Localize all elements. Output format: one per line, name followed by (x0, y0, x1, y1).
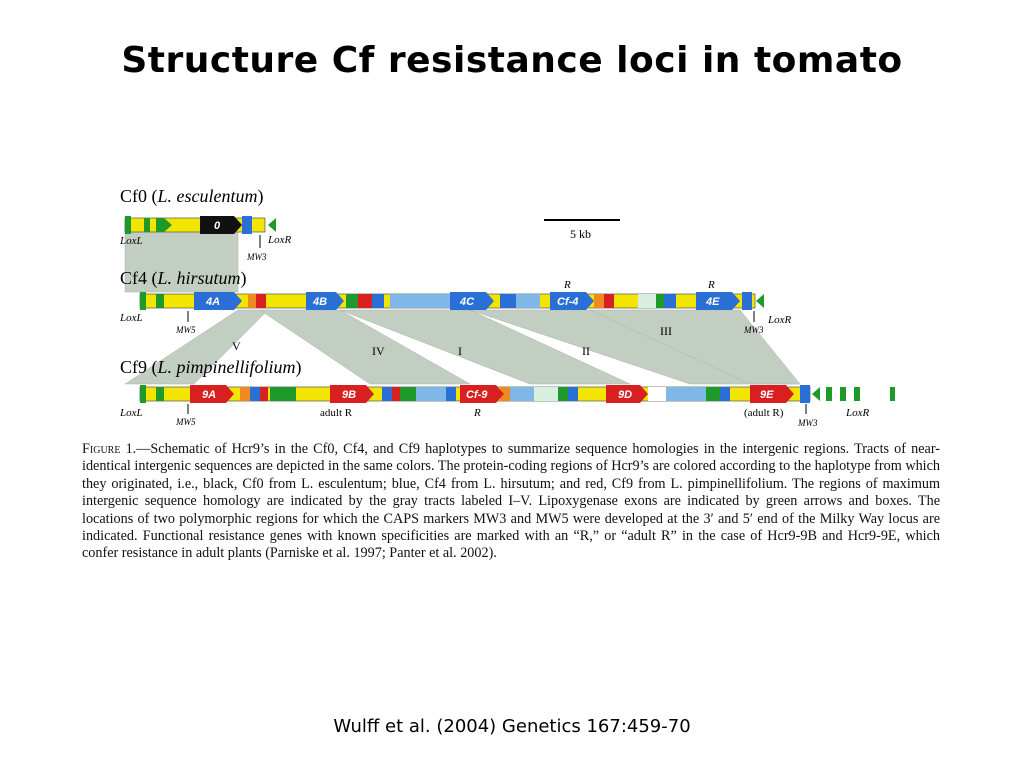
gene-0-arrow (200, 216, 242, 234)
cf9-mw5: MW5 (175, 417, 196, 427)
haplotype-cf9-label: Cf9 (L. pimpinellifolium) (120, 357, 302, 378)
tract-iii (589, 309, 801, 385)
gene-cf9-arrow (460, 385, 504, 403)
cf0-blue-block (242, 216, 252, 234)
citation: Wulff et al. (2004) Genetics 167:459-70 (333, 716, 691, 737)
figure-caption: Figure 1.—Schematic of Hcr9’s in the Cf0… (82, 441, 940, 563)
cf4-loxr: LoxR (767, 314, 792, 326)
haplotype-cf0-label: Cf0 (L. esculentum) (120, 186, 263, 207)
cf4-mw3: MW3 (743, 325, 764, 335)
haplotype-cf4-label: Cf4 (L. hirsutum) (120, 268, 247, 289)
gene-4e-label: 4E (705, 296, 720, 308)
gene-9d-label: 9D (618, 389, 632, 401)
tract-label-v: V (232, 339, 241, 353)
cf4-track: 4A 4B 4C Cf-4 4E (139, 292, 764, 310)
gene-4a-label: 4A (205, 296, 220, 308)
cf0-track: 0 (124, 216, 276, 234)
gene-9d-arrow (606, 385, 648, 403)
cf9-mw3: MW3 (797, 418, 818, 428)
scale-bar-label: 5 kb (570, 227, 591, 241)
tract-label-ii: II (582, 344, 590, 358)
gene-9e-arrow (750, 385, 794, 403)
cf4-mw5: MW5 (175, 325, 196, 335)
cf9-cf9-r: R (473, 407, 481, 419)
cf9-track: 9A 9B Cf-9 9D 9E (139, 385, 895, 403)
cf9-9b-adult-r: adult R (320, 407, 353, 419)
gene-4c-label: 4C (459, 296, 475, 308)
gene-4b-label: 4B (312, 296, 327, 308)
gene-0-label: 0 (214, 220, 221, 232)
cf9-loxr: LoxR (845, 407, 870, 419)
cf4-r-marker-cf4: R (563, 279, 571, 291)
cf0-loxr: LoxR (267, 234, 292, 246)
tract-label-i: I (458, 344, 462, 358)
tract-label-iii: III (660, 324, 672, 338)
cf4-loxl: LoxL (119, 312, 143, 324)
tract-v (124, 309, 269, 385)
cf-loci-diagram: 5 kb Cf0 (L. esculentum) 0 LoxL MW3 LoxR… (119, 186, 895, 428)
figure-caption-text: —Schematic of Hcr9’s in the Cf0, Cf4, an… (82, 441, 940, 562)
gene-9e-label: 9E (760, 389, 774, 401)
homology-tracts (124, 225, 801, 385)
gene-cf4-label: Cf-4 (557, 296, 578, 308)
cf9-9e-adult-r: (adult R) (744, 407, 784, 419)
slide-title: Structure Cf resistance loci in tomato (121, 40, 903, 81)
cf0-mw3: MW3 (246, 252, 267, 262)
tract-i (339, 309, 631, 385)
gene-9b-label: 9B (342, 389, 356, 401)
gene-4c-arrow (450, 292, 494, 310)
gene-4b-arrow (306, 292, 344, 310)
lipoxygenase-arrow-cf4 (756, 294, 764, 308)
gene-9b-arrow (330, 385, 374, 403)
tract-label-iv: IV (372, 344, 385, 358)
lipoxygenase-arrow-cf9 (812, 387, 820, 401)
gene-4e-arrow (696, 292, 740, 310)
cf9-loxl: LoxL (119, 407, 143, 419)
figure-label: Figure 1. (82, 441, 137, 457)
lipoxygenase-arrow (268, 218, 276, 232)
gene-9a-arrow (190, 385, 234, 403)
gene-cf9-label: Cf-9 (466, 389, 488, 401)
cf0-loxl: LoxL (119, 235, 143, 247)
gene-4a-arrow (194, 292, 242, 310)
cf4-r-marker-4e: R (707, 279, 715, 291)
gene-9a-label: 9A (202, 389, 216, 401)
gene-cf4-arrow (550, 292, 594, 310)
